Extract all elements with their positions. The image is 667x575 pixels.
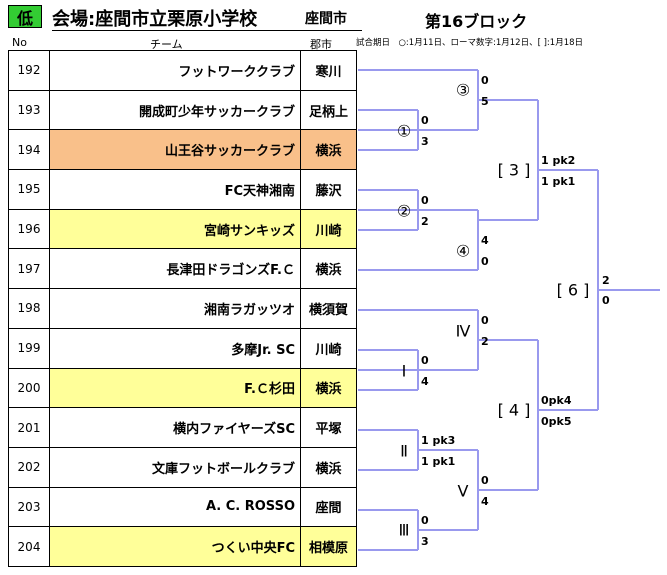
team-name: F.Ｃ杉田 xyxy=(49,367,301,409)
match-label-2: ② xyxy=(396,201,412,221)
score-s6-bottom: 0 xyxy=(602,294,610,307)
score-m1-bottom: 3 xyxy=(421,135,429,148)
team-name: 開成町少年サッカークラブ xyxy=(49,89,301,131)
team-number: 203 xyxy=(8,486,50,528)
score-mi-bottom: 4 xyxy=(421,375,429,388)
team-district: 川崎 xyxy=(300,208,357,250)
score-mv-bottom: 4 xyxy=(481,495,489,508)
team-number: 194 xyxy=(8,129,50,171)
team-number: 193 xyxy=(8,89,50,131)
score-mii-top: 1 pk3 xyxy=(421,434,456,447)
team-name: 長津田ドラゴンズF.Ｃ xyxy=(49,248,301,290)
match-label-1: ① xyxy=(396,121,412,141)
score-m3-bottom: 5 xyxy=(481,95,489,108)
score-mi-top: 0 xyxy=(421,354,429,367)
match-label-i: Ⅰ xyxy=(401,361,407,381)
match-label-s6: [ 6 ] xyxy=(556,280,590,300)
team-number: 198 xyxy=(8,288,50,329)
score-s6-top: 2 xyxy=(602,274,610,287)
team-name: つくい中央FC xyxy=(49,526,301,567)
category-badge: 低 xyxy=(8,5,42,28)
score-s4-bottom: 0pk5 xyxy=(541,415,572,428)
match-label-3: ③ xyxy=(455,80,471,100)
match-label-s3: [ 3 ] xyxy=(497,160,531,180)
column-header-no: No xyxy=(12,36,27,49)
team-district: 横浜 xyxy=(300,446,357,488)
team-district: 平塚 xyxy=(300,407,357,448)
team-number: 200 xyxy=(8,367,50,409)
team-number: 199 xyxy=(8,327,50,369)
score-miii-bottom: 3 xyxy=(421,535,429,548)
score-m2-bottom: 2 xyxy=(421,215,429,228)
team-district: 横須賀 xyxy=(300,288,357,329)
match-label-iv: Ⅳ xyxy=(455,321,471,341)
match-label-iii: Ⅲ xyxy=(398,520,410,540)
venue-city: 座間市 xyxy=(305,11,347,27)
score-s3-top: 1 pk2 xyxy=(541,154,576,167)
title-underline xyxy=(52,30,362,31)
venue-title: 会場:座間市立栗原小学校 xyxy=(52,9,258,30)
score-miv-top: 0 xyxy=(481,314,489,327)
block-title: 第16ブロック xyxy=(425,12,528,31)
team-district: 横浜 xyxy=(300,129,357,171)
team-district: 相模原 xyxy=(300,526,357,567)
score-miv-bottom: 2 xyxy=(481,335,489,348)
score-s4-top: 0pk4 xyxy=(541,394,572,407)
score-mii-bottom: 1 pk1 xyxy=(421,455,456,468)
team-name: フットワーククラブ xyxy=(49,50,301,91)
team-name: 山王谷サッカークラブ xyxy=(49,129,301,171)
team-district: 川崎 xyxy=(300,327,357,369)
score-m2-top: 0 xyxy=(421,194,429,207)
match-label-v: Ⅴ xyxy=(457,481,469,501)
column-header-team: チーム xyxy=(150,38,183,51)
team-name: 文庫フットボールクラブ xyxy=(49,446,301,488)
team-number: 195 xyxy=(8,169,50,210)
match-date-note: 試合期日 ○:1月11日、ローマ数字:1月12日、[ ]:1月18日 xyxy=(356,38,584,48)
team-name: 横内ファイヤーズSC xyxy=(49,407,301,448)
column-header-district: 郡市 xyxy=(310,38,332,51)
score-m1-top: 0 xyxy=(421,114,429,127)
team-district: 藤沢 xyxy=(300,169,357,210)
team-number: 196 xyxy=(8,208,50,250)
match-label-ii: Ⅱ xyxy=(400,441,408,461)
score-m3-top: 0 xyxy=(481,74,489,87)
score-m4-bottom: 0 xyxy=(481,255,489,268)
score-mv-top: 0 xyxy=(481,474,489,487)
score-miii-top: 0 xyxy=(421,514,429,527)
team-name: A. C. ROSSO xyxy=(49,486,301,528)
team-district: 横浜 xyxy=(300,367,357,409)
match-label-s4: [ 4 ] xyxy=(497,400,531,420)
match-label-4: ④ xyxy=(455,241,471,261)
score-s3-bottom: 1 pk1 xyxy=(541,175,576,188)
team-district: 座間 xyxy=(300,486,357,528)
score-m4-top: 4 xyxy=(481,234,489,247)
team-district: 寒川 xyxy=(300,50,357,91)
